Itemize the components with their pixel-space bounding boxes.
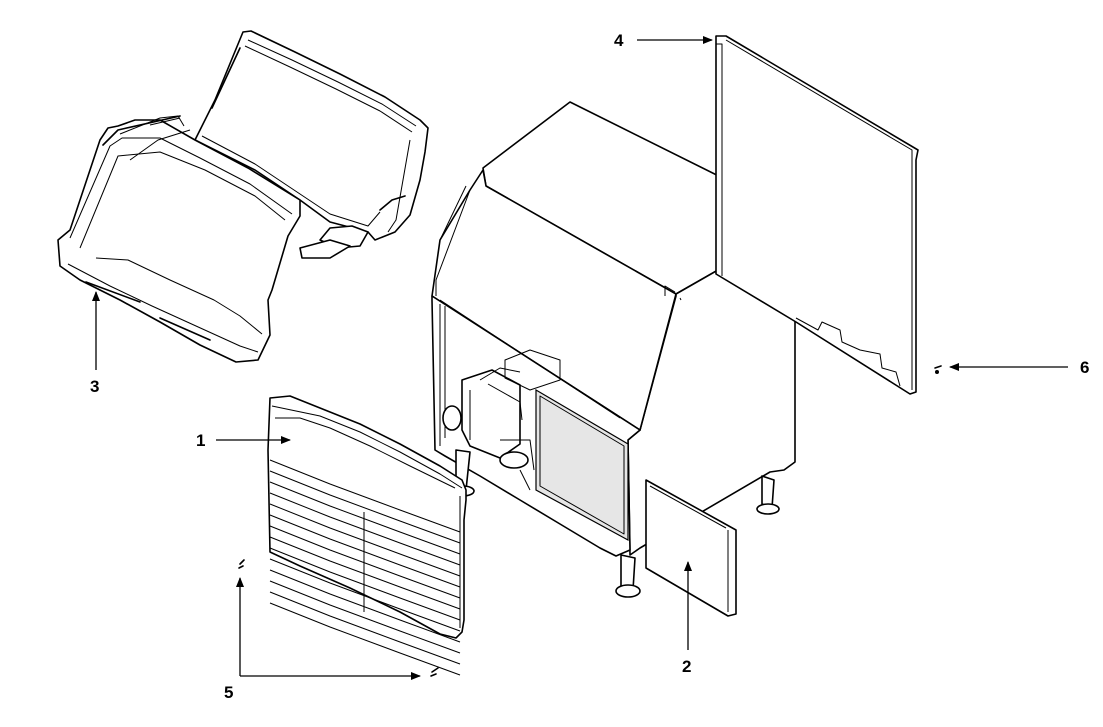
grill-louver-slat bbox=[269, 602, 461, 676]
rear-panel bbox=[715, 35, 919, 395]
grill-louver-slat bbox=[269, 580, 461, 654]
grill-louver-slat bbox=[269, 481, 461, 555]
callout-label-4: 4 bbox=[614, 31, 624, 50]
grill-louver-slat bbox=[269, 470, 461, 544]
grill-louver-slat bbox=[269, 547, 461, 621]
front-grill-panel bbox=[267, 395, 467, 676]
screws bbox=[238, 365, 942, 677]
grill-louver-slat bbox=[269, 492, 461, 566]
grill-louver-slat bbox=[269, 558, 461, 632]
grill-louvers bbox=[269, 459, 461, 676]
leader-lines bbox=[92, 36, 1068, 680]
callout-label-3: 3 bbox=[90, 377, 99, 396]
side-service-panel bbox=[645, 479, 737, 617]
callout-label-5: 5 bbox=[224, 683, 233, 702]
callout-label-2: 2 bbox=[682, 657, 691, 676]
callout-label-1: 1 bbox=[196, 431, 205, 450]
grill-louver-slat bbox=[269, 514, 461, 588]
bin-door-assembly bbox=[57, 30, 429, 363]
grill-louver-slat bbox=[269, 459, 461, 533]
grill-louver-slat bbox=[269, 536, 461, 610]
grill-louver-slat bbox=[269, 569, 461, 643]
grill-louver-slat bbox=[269, 503, 461, 577]
callout-label-6: 6 bbox=[1080, 358, 1089, 377]
grill-louver-slat bbox=[269, 525, 461, 599]
grill-louver-slat bbox=[269, 591, 461, 665]
